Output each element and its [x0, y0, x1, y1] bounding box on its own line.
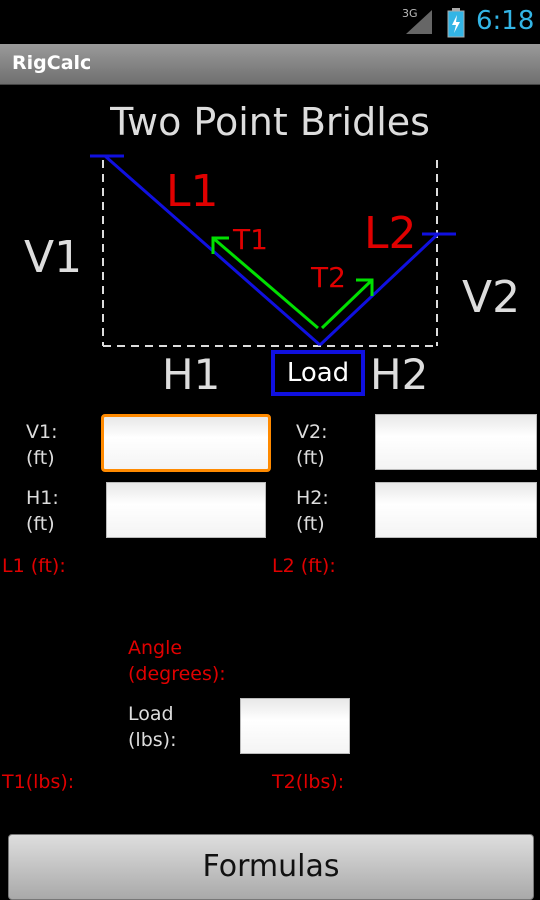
diagram-label-t2: T2 [311, 261, 346, 294]
network-type: 3G [402, 7, 418, 20]
h2-unit-label: (ft) [296, 513, 325, 535]
v2-label: V2: [296, 421, 328, 443]
v2-unit-label: (ft) [296, 447, 325, 469]
battery-charging-icon [447, 8, 465, 38]
load-unit-label: (lbs): [128, 729, 177, 751]
diagram-label-h2: H2 [370, 350, 429, 399]
diagram-label-l1: L1 [166, 166, 219, 217]
page-heading: Two Point Bridles [110, 100, 430, 144]
h1-label: H1: [26, 487, 59, 509]
load-box: Load [271, 350, 365, 396]
l1-result-label: L1 (ft): [2, 555, 66, 577]
load-box-label: Load [286, 358, 350, 388]
v1-input[interactable] [101, 414, 272, 472]
status-bar: 3G 6:18 [0, 0, 540, 44]
v1-unit-label: (ft) [26, 447, 55, 469]
load-input-field[interactable] [241, 699, 353, 755]
t2-result-label: T2(lbs): [272, 771, 345, 793]
bridle-diagram [90, 154, 456, 347]
app-title-bar: RigCalc [0, 44, 540, 85]
h2-input[interactable] [375, 482, 540, 539]
guide-lines [102, 160, 438, 347]
signal-icon [406, 10, 432, 34]
h2-input-field[interactable] [376, 483, 540, 539]
load-input[interactable] [240, 698, 353, 755]
l2-result-label: L2 (ft): [272, 555, 336, 577]
diagram-label-l2: L2 [364, 208, 417, 259]
diagram-label-h1: H1 [162, 350, 221, 399]
formulas-button[interactable]: Formulas [8, 834, 534, 900]
v1-label: V1: [26, 421, 58, 443]
v2-input[interactable] [375, 414, 540, 471]
v2-input-field[interactable] [376, 415, 540, 471]
t1-result-label: T1(lbs): [2, 771, 75, 793]
app-title: RigCalc [12, 52, 92, 74]
diagram-label-v2: V2 [462, 272, 521, 323]
diagram-label-t1: T1 [233, 223, 268, 256]
clock: 6:18 [476, 6, 535, 36]
v1-input-field[interactable] [104, 417, 272, 471]
load-label: Load [128, 703, 174, 725]
h1-input-field[interactable] [107, 483, 269, 539]
angle-label: Angle [128, 637, 183, 659]
h2-label: H2: [296, 487, 329, 509]
diagram-label-v1: V1 [24, 232, 83, 283]
tension-arrows [211, 236, 374, 330]
h1-unit-label: (ft) [26, 513, 55, 535]
h1-input[interactable] [106, 482, 269, 539]
angle-unit-label: (degrees): [128, 663, 226, 685]
